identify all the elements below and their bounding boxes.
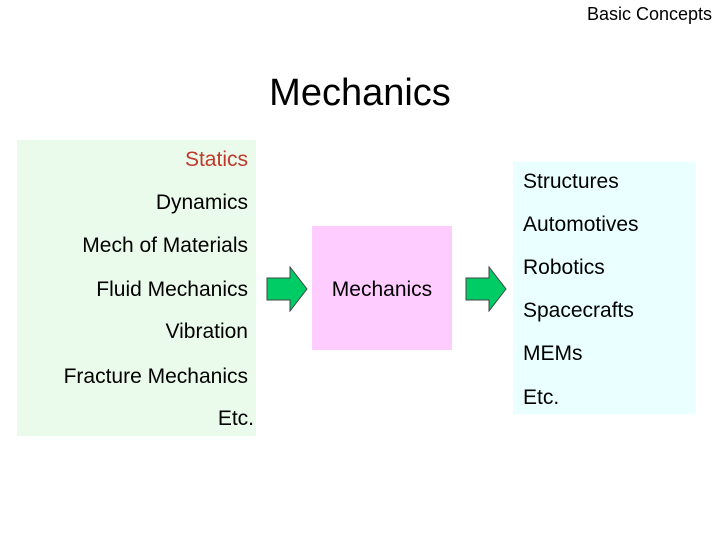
left-item-statics: Statics [184, 148, 248, 171]
arrow-right-icon [266, 266, 308, 312]
right-item-mems: MEMs [523, 342, 583, 365]
corner-title: Basic Concepts [586, 4, 712, 24]
left-item-vibration: Vibration [165, 320, 248, 343]
disciplines-box: Statics Dynamics Mech of Materials Fluid… [17, 140, 256, 436]
left-item-dynamics: Dynamics [155, 191, 248, 214]
right-item-etc: Etc. [523, 386, 560, 409]
left-item-mech-of-materials: Mech of Materials [82, 234, 248, 257]
right-item-robotics: Robotics [523, 256, 605, 279]
mechanics-label: Mechanics [331, 278, 433, 301]
left-item-etc: Etc. [217, 407, 254, 430]
page-title: Mechanics [269, 72, 451, 114]
arrow-right-icon [465, 266, 507, 312]
mechanics-box: Mechanics [312, 226, 452, 350]
right-item-spacecrafts: Spacecrafts [523, 299, 634, 322]
right-item-structures: Structures [523, 170, 619, 193]
right-item-automotives: Automotives [523, 213, 639, 236]
left-item-fracture-mechanics: Fracture Mechanics [63, 365, 248, 388]
applications-box: Structures Automotives Robotics Spacecra… [513, 162, 696, 414]
left-item-fluid-mechanics: Fluid Mechanics [96, 278, 248, 301]
